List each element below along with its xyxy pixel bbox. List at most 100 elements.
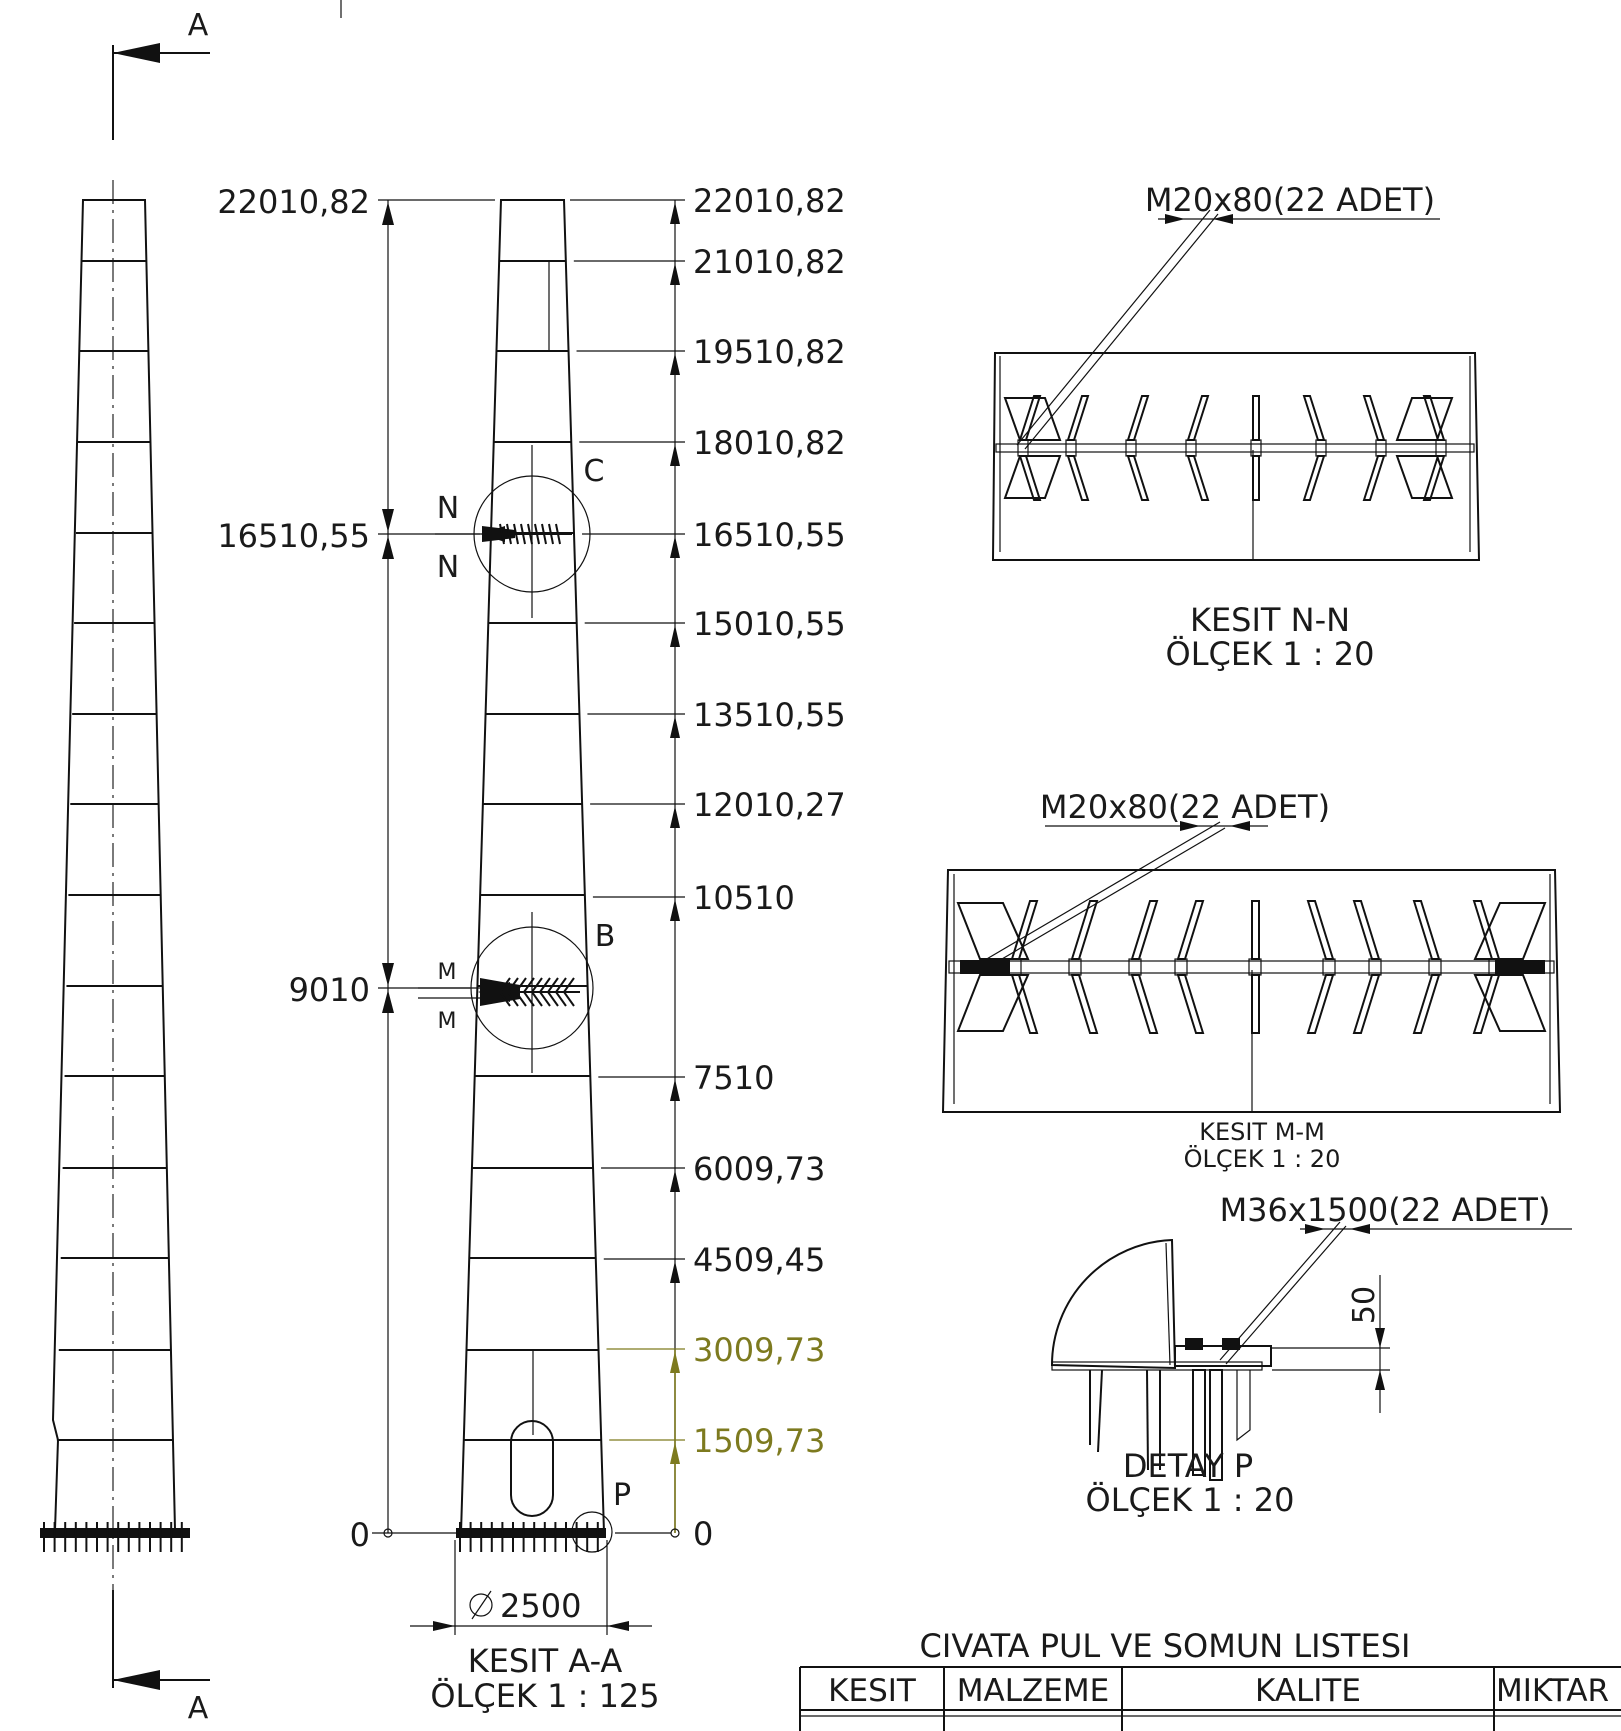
elevation-label-10: 6009,73 <box>693 1150 825 1188</box>
diameter-symbol <box>469 1593 493 1617</box>
nn-scale: ÖLÇEK 1 : 20 <box>1166 635 1375 673</box>
section-marker-bottom: A <box>188 1691 209 1726</box>
main-view-scale: ÖLÇEK 1 : 125 <box>430 1677 659 1715</box>
section-a-a-view: 22010,82 16510,55 9010 0 22010,8221010,8… <box>217 182 845 1715</box>
right-arrow-2 <box>670 353 680 375</box>
nn-blade-top-5 <box>1302 395 1326 441</box>
p-dimension-value: 50 <box>1347 1286 1382 1324</box>
mm-blade-top-3 <box>1176 900 1205 960</box>
detail-marker-p: P <box>613 1478 631 1513</box>
nn-nut-1 <box>1065 439 1077 457</box>
section-base-anchors <box>456 1522 606 1552</box>
mm-nut-2 <box>1128 958 1142 976</box>
right-arrow-10 <box>670 1170 680 1192</box>
p-title: DETAY P <box>1123 1447 1253 1485</box>
right-arrow-4 <box>670 536 680 558</box>
nn-nut-3 <box>1185 439 1197 457</box>
nn-blade-top-1 <box>1066 395 1090 441</box>
mm-blade-bottom-8 <box>1472 974 1501 1034</box>
right-arrow-8 <box>670 899 680 921</box>
mm-nut-5 <box>1322 958 1336 976</box>
nn-blade-bottom-6 <box>1362 455 1386 501</box>
detail-marker-c: C <box>584 454 605 489</box>
bolt-list-table: CIVATA PUL VE SOMUN LISTESI KESIT MALZEM… <box>799 1627 1621 1731</box>
elevation-segment-rings <box>56 260 173 1441</box>
mm-end-nut-1 <box>1495 960 1545 974</box>
cut-marker-n-top: N <box>437 491 459 526</box>
mm-blade-top-2 <box>1130 900 1159 960</box>
nn-nut-2 <box>1125 439 1137 457</box>
detail-circle-p <box>571 1511 613 1553</box>
mm-nut-6 <box>1368 958 1382 976</box>
diameter-value: 2500 <box>500 1587 581 1625</box>
right-arrow-5 <box>670 625 680 647</box>
mm-title: KESIT M-M <box>1199 1118 1325 1146</box>
table-header-kalite: KALITE <box>1255 1673 1361 1709</box>
mm-blade-bottom-2 <box>1130 974 1159 1034</box>
section-marker-top: A <box>188 8 209 43</box>
mm-blade-bottom-4 <box>1251 974 1260 1034</box>
detail-p-view: M36x1500(22 ADET) 50 DETAY P ÖLÇEK 1 : 2… <box>1050 1191 1572 1519</box>
nn-blade-top-2 <box>1126 395 1150 441</box>
nn-end-bracket-bottom-0 <box>1003 455 1062 499</box>
nn-blade-bottom-5 <box>1302 455 1326 501</box>
table-header-malzeme: MALZEME <box>957 1673 1109 1709</box>
p-scale: ÖLÇEK 1 : 20 <box>1086 1481 1295 1519</box>
elevation-shaft-outline <box>51 199 177 1531</box>
mm-blade-bottom-7 <box>1412 974 1441 1034</box>
section-segment-rings <box>463 260 602 1441</box>
elevation-label-1: 21010,82 <box>693 243 846 281</box>
mm-nut-3 <box>1174 958 1188 976</box>
mm-blade-top-7 <box>1412 900 1441 960</box>
elevation-label-3: 18010,82 <box>693 424 846 462</box>
nn-nut-5 <box>1315 439 1327 457</box>
mm-scale: ÖLÇEK 1 : 20 <box>1184 1144 1341 1173</box>
nn-blade-top-7 <box>1422 395 1446 441</box>
mm-nut-1 <box>1068 958 1082 976</box>
elevation-label-14: 0 <box>693 1515 713 1553</box>
nn-blade-bottom-3 <box>1186 455 1210 501</box>
right-arrow-9 <box>670 1079 680 1101</box>
cut-m-m-fin-glyph <box>480 977 580 1007</box>
nn-blade-bottom-1 <box>1066 455 1090 501</box>
nn-nut-6 <box>1375 439 1387 457</box>
nn-blade-bottom-4 <box>1252 455 1260 501</box>
mm-blade-bottom-5 <box>1306 974 1335 1034</box>
mm-blade-bottom-1 <box>1070 974 1099 1034</box>
nn-blade-bottom-0 <box>1018 455 1042 501</box>
nn-bolt-label: M20x80(22 ADET) <box>1145 181 1435 219</box>
cut-n-n-fin-glyph <box>482 523 572 545</box>
nn-nut-4 <box>1250 439 1262 457</box>
cut-marker-m-top: M <box>438 960 457 985</box>
left-label-0: 22010,82 <box>217 183 370 221</box>
mm-end-bracket-top-0 <box>956 902 1030 960</box>
cut-marker-n-bottom: N <box>437 550 459 585</box>
elevation-label-11: 4509,45 <box>693 1241 825 1279</box>
nn-nut-7 <box>1435 439 1447 457</box>
elevation-label-9: 7510 <box>693 1059 774 1097</box>
right-arrow-12 <box>670 1351 680 1373</box>
table-header-miktar: MIKTAR <box>1496 1673 1609 1709</box>
section-arrow-bottom-head <box>113 1670 160 1690</box>
mm-bolt-label: M20x80(22 ADET) <box>1040 788 1330 826</box>
mm-end-bracket-bottom-1 <box>1473 974 1547 1032</box>
p-shell-quadrant <box>1050 1238 1177 1370</box>
mm-end-nut-0 <box>960 960 1010 974</box>
section-n-n-view: M20x80(22 ADET) KESIT N-N ÖLÇEK 1 : 20 <box>991 181 1481 673</box>
right-arrow-1 <box>670 263 680 285</box>
access-door-opening <box>510 1420 554 1517</box>
mm-bolt-rod <box>948 960 1555 974</box>
mm-blade-bottom-6 <box>1352 974 1381 1034</box>
mm-plate-outline <box>941 869 1562 1113</box>
left-label-3: 0 <box>350 1516 370 1554</box>
nn-blade-top-4 <box>1252 395 1260 441</box>
right-arrow-3 <box>670 444 680 466</box>
section-arrow-top-head <box>113 43 160 63</box>
cut-marker-m-bottom: M <box>438 1009 457 1034</box>
elevation-label-8: 10510 <box>693 879 795 917</box>
nn-bolt-rod <box>995 443 1475 453</box>
elevation-base-anchors <box>40 1522 190 1552</box>
right-arrow-11 <box>670 1261 680 1283</box>
mm-blade-top-5 <box>1306 900 1335 960</box>
